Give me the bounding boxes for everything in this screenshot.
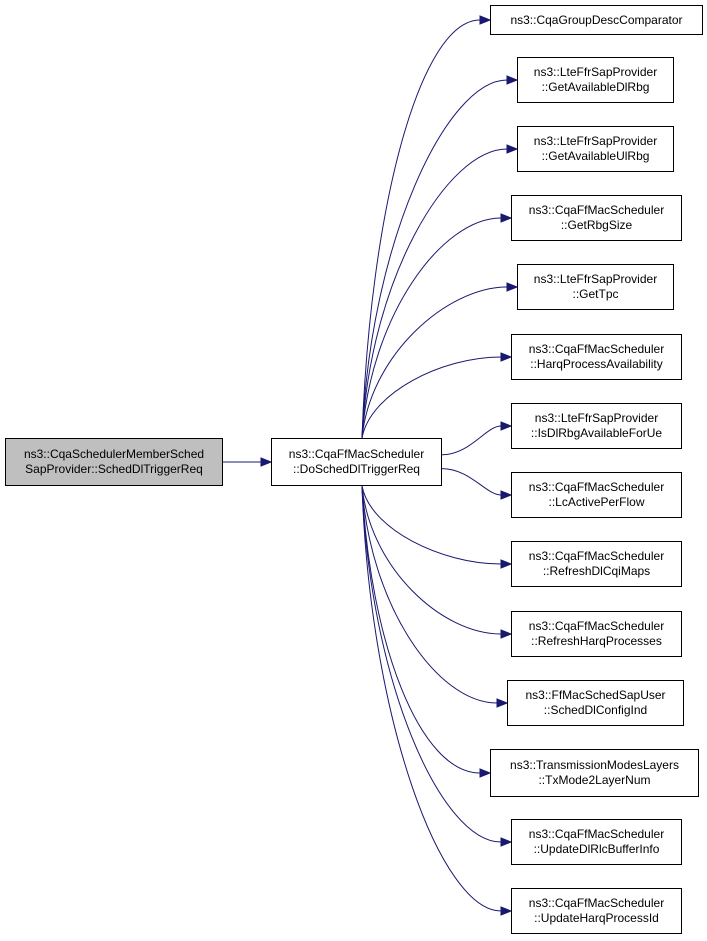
node-line1: ns3::TransmissionModesLayers xyxy=(510,758,679,772)
node-line1: ns3::CqaFfMacScheduler xyxy=(528,549,665,563)
edge-function-to-callee-arrowhead xyxy=(500,629,513,639)
node-line1: ns3::CqaFfMacScheduler xyxy=(528,896,665,910)
node-update-harq-process-id[interactable]: ns3::CqaFfMacScheduler ::UpdateHarqProce… xyxy=(511,888,682,934)
node-get-available-ul-rbg[interactable]: ns3::LteFfrSapProvider ::GetAvailableUlR… xyxy=(517,126,674,172)
edge-function-to-callee-arrowhead xyxy=(500,906,513,916)
edge-function-to-callee xyxy=(361,485,481,774)
edge-function-to-callee-arrowhead xyxy=(500,837,513,847)
node-lc-active-per-flow[interactable]: ns3::CqaFfMacScheduler ::LcActivePerFlow xyxy=(511,472,682,518)
node-line1: ns3::LteFfrSapProvider xyxy=(534,411,659,425)
node-caller-sched-dl-trigger-req[interactable]: ns3::CqaSchedulerMemberSched SapProvider… xyxy=(5,438,223,486)
node-do-sched-dl-trigger-req[interactable]: ns3::CqaFfMacScheduler ::DoSchedDlTrigge… xyxy=(271,438,442,486)
node-line2: ::HarqProcessAvailability xyxy=(530,357,663,371)
node-line1: ns3::LteFfrSapProvider xyxy=(533,272,658,286)
node-line1: ns3::CqaFfMacScheduler xyxy=(528,480,665,494)
node-get-tpc[interactable]: ns3::LteFfrSapProvider ::GetTpc xyxy=(517,264,674,310)
node-update-dl-rlc-buffer-info[interactable]: ns3::CqaFfMacScheduler ::UpdateDlRlcBuff… xyxy=(511,819,682,865)
edge-function-to-callee xyxy=(361,485,502,912)
edge-function-to-callee-arrowhead xyxy=(506,75,519,85)
edge-function-to-callee-arrowhead xyxy=(479,15,492,25)
node-get-rbg-size[interactable]: ns3::CqaFfMacScheduler ::GetRbgSize xyxy=(511,195,682,241)
node-refresh-harq-processes[interactable]: ns3::CqaFfMacScheduler ::RefreshHarqProc… xyxy=(511,611,682,657)
edge-function-to-callee-arrowhead xyxy=(496,698,509,708)
node-line2: ::RefreshDlCqiMaps xyxy=(542,564,651,578)
node-sched-dl-config-ind[interactable]: ns3::FfMacSchedSapUser ::SchedDlConfigIn… xyxy=(507,680,684,726)
node-harq-process-availability[interactable]: ns3::CqaFfMacScheduler ::HarqProcessAvai… xyxy=(511,334,682,380)
node-line1: ns3::FfMacSchedSapUser xyxy=(525,688,666,702)
edge-function-to-callee xyxy=(361,19,481,439)
node-line1: ns3::CqaFfMacScheduler xyxy=(528,619,665,633)
node-get-available-dl-rbg[interactable]: ns3::LteFfrSapProvider ::GetAvailableDlR… xyxy=(517,57,674,103)
node-line1: ns3::LteFfrSapProvider xyxy=(533,65,658,79)
edge-function-to-callee-arrowhead xyxy=(500,352,513,362)
edge-function-to-callee-arrowhead xyxy=(479,768,492,778)
edge-caller-to-function-arrowhead xyxy=(260,457,273,467)
edge-function-to-callee xyxy=(361,148,508,439)
node-refresh-dl-cqi-maps[interactable]: ns3::CqaFfMacScheduler ::RefreshDlCqiMap… xyxy=(511,541,682,587)
node-line1: ns3::CqaFfMacScheduler xyxy=(528,203,665,217)
node-tx-mode-2-layer-num[interactable]: ns3::TransmissionModesLayers ::TxMode2La… xyxy=(490,749,699,797)
edge-function-to-callee-arrowhead xyxy=(500,490,513,500)
node-line2: SapProvider::SchedDlTriggerReq xyxy=(25,462,203,476)
node-cqa-group-desc-comparator[interactable]: ns3::CqaGroupDescComparator xyxy=(490,5,703,35)
edge-function-to-callee-arrowhead xyxy=(500,559,513,569)
node-line2: ::RefreshHarqProcesses xyxy=(531,634,662,648)
edge-function-to-callee xyxy=(361,485,502,635)
node-line1: ns3::CqaGroupDescComparator xyxy=(510,12,683,27)
edge-function-to-callee-arrowhead xyxy=(500,213,513,223)
node-line2: ::UpdateDlRlcBufferInfo xyxy=(533,842,660,856)
node-line2: ::GetAvailableUlRbg xyxy=(541,149,650,163)
edge-function-to-callee xyxy=(441,468,502,496)
node-line2: ::GetRbgSize xyxy=(560,218,633,232)
edge-function-to-callee-arrowhead xyxy=(506,144,519,154)
node-line2: ::GetTpc xyxy=(572,287,619,301)
edge-function-to-callee xyxy=(361,485,502,565)
node-line2: ::TxMode2LayerNum xyxy=(538,773,651,787)
node-line1: ns3::CqaFfMacScheduler xyxy=(288,447,425,461)
edge-function-to-callee xyxy=(361,79,508,439)
edge-function-to-callee xyxy=(361,356,502,439)
edge-function-to-callee-arrowhead xyxy=(500,421,513,431)
edge-function-to-callee xyxy=(361,485,502,843)
node-is-dl-rbg-available-for-ue[interactable]: ns3::LteFfrSapProvider ::IsDlRbgAvailabl… xyxy=(511,403,682,449)
edge-function-to-callee-arrowhead xyxy=(506,282,519,292)
edge-function-to-callee xyxy=(361,485,498,704)
node-line1: ns3::CqaFfMacScheduler xyxy=(528,827,665,841)
node-line1: ns3::CqaSchedulerMemberSched xyxy=(23,447,205,461)
node-line2: ::DoSchedDlTriggerReq xyxy=(293,462,420,476)
node-line2: ::LcActivePerFlow xyxy=(548,495,645,509)
edge-function-to-callee xyxy=(361,217,502,439)
edge-function-to-callee xyxy=(361,286,508,439)
node-line2: ::UpdateHarqProcessId xyxy=(534,911,659,925)
node-line1: ns3::LteFfrSapProvider xyxy=(533,134,658,148)
node-line2: ::IsDlRbgAvailableForUe xyxy=(530,426,663,440)
edge-function-to-callee xyxy=(441,425,502,456)
node-line1: ns3::CqaFfMacScheduler xyxy=(528,342,665,356)
node-line2: ::GetAvailableDlRbg xyxy=(541,80,650,94)
node-line2: ::SchedDlConfigInd xyxy=(543,703,648,717)
